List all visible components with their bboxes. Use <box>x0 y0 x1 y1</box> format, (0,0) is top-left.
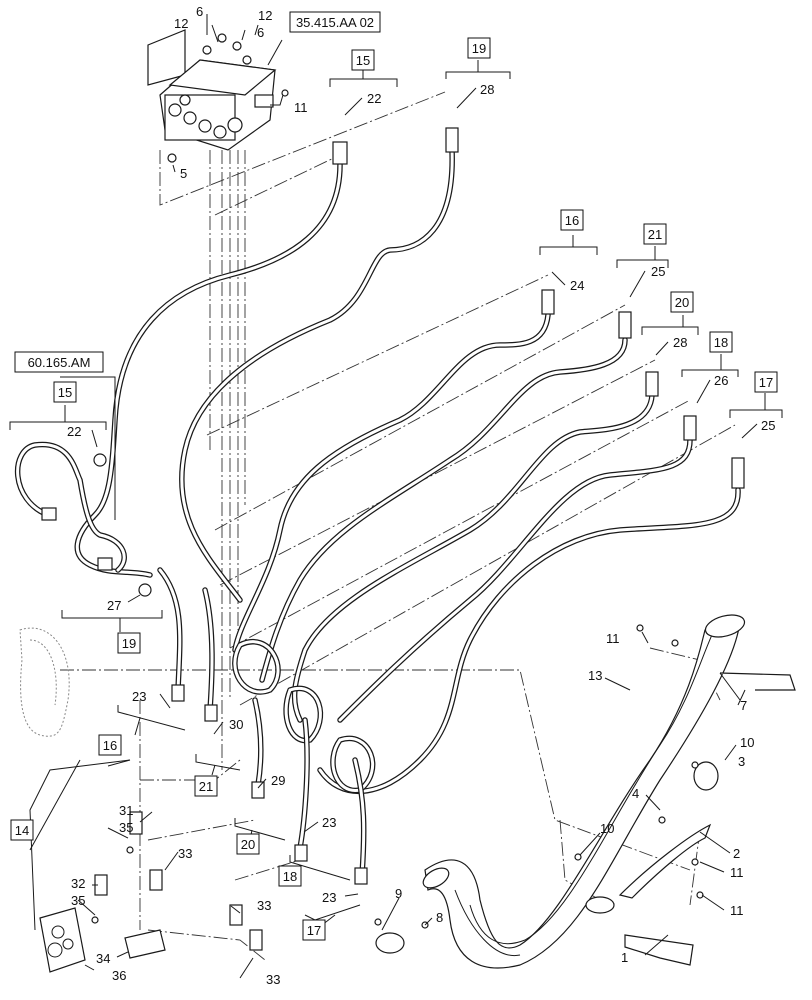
callout-10b: 10 <box>600 821 614 836</box>
callout-4: 4 <box>632 786 639 801</box>
box-14-label: 14 <box>15 823 29 838</box>
box-18-right <box>709 331 733 353</box>
box-18-right-label: 18 <box>714 335 728 350</box>
callout-5: 5 <box>180 166 187 181</box>
box-14 <box>10 819 34 841</box>
callout-12b: 12 <box>258 8 272 23</box>
callout-35b: 35 <box>71 893 85 908</box>
callout-leaders <box>60 14 758 979</box>
ref-label-60165: 60.165.AM <box>28 355 91 370</box>
box-17-lower <box>302 919 326 941</box>
box-21-right <box>643 223 667 245</box>
box-15-left <box>53 381 77 403</box>
box-16-right-label: 16 <box>565 213 579 228</box>
flex-hose-13 <box>422 614 746 969</box>
hose-fittings <box>41 127 745 959</box>
callout-28b: 28 <box>673 335 687 350</box>
box-17-right-label: 17 <box>759 375 773 390</box>
box-16-lower <box>98 734 122 756</box>
callout-31: 31 <box>119 803 133 818</box>
callout-29: 29 <box>271 773 285 788</box>
callout-22b: 22 <box>67 424 81 439</box>
box-19-top <box>467 37 491 59</box>
callout-8: 8 <box>436 910 443 925</box>
callout-11d: 11 <box>730 903 744 918</box>
callout-35a: 35 <box>119 820 133 835</box>
o-ring-kit <box>39 907 86 973</box>
callout-11a: 11 <box>294 100 308 115</box>
callout-36: 36 <box>112 968 126 983</box>
box-20-right <box>670 291 694 313</box>
callout-7: 7 <box>740 698 747 713</box>
box-18-lower-label: 18 <box>283 869 297 884</box>
box-19-top-label: 19 <box>472 41 486 56</box>
valve-block <box>147 29 289 163</box>
box-15-left-label: 15 <box>58 385 72 400</box>
callout-23a: 23 <box>132 689 146 704</box>
box-19-left-label: 19 <box>122 636 136 651</box>
callout-28a: 28 <box>480 82 494 97</box>
box-15-top <box>351 49 375 71</box>
box-16-lower-label: 16 <box>103 738 117 753</box>
callout-22a: 22 <box>367 91 381 106</box>
boxed-labels: 35.415.AA 02 60.165.AM 15 19 16 21 20 18… <box>10 11 778 941</box>
box-17-lower-label: 17 <box>307 923 321 938</box>
callout-23b: 23 <box>322 815 336 830</box>
clamps-and-brackets <box>374 624 796 966</box>
box-15-top-label: 15 <box>356 53 370 68</box>
ref-label-35415: 35.415.AA 02 <box>296 15 374 30</box>
callout-13: 13 <box>588 668 602 683</box>
callout-11c: 11 <box>730 865 744 880</box>
callout-25a: 25 <box>651 264 665 279</box>
box-16-right <box>560 209 584 231</box>
box-21-lower-label: 21 <box>199 779 213 794</box>
callout-11b: 11 <box>606 631 620 646</box>
callout-26: 26 <box>714 373 728 388</box>
box-20-right-label: 20 <box>675 295 689 310</box>
callout-27: 27 <box>107 598 121 613</box>
ref-box-60165 <box>14 351 104 373</box>
callout-23c: 23 <box>322 890 336 905</box>
box-19-left <box>117 632 141 654</box>
callout-numbers: 6 12 12 6 5 11 22 28 24 25 28 26 25 22 2… <box>67 4 775 987</box>
callout-25b: 25 <box>761 418 775 433</box>
ref-box-35415 <box>289 11 381 33</box>
callout-33b: 33 <box>257 898 271 913</box>
callout-6a: 6 <box>196 4 203 19</box>
callout-9: 9 <box>395 886 402 901</box>
kit-bracket-lines <box>29 759 131 931</box>
callout-3: 3 <box>738 754 745 769</box>
box-20-lower <box>236 833 260 855</box>
hose-assemblies <box>14 147 741 878</box>
callout-6b: 6 <box>257 25 264 40</box>
callout-2: 2 <box>733 846 740 861</box>
callout-33c: 33 <box>266 972 280 987</box>
box-17-right <box>754 371 778 393</box>
callout-10a: 10 <box>740 735 754 750</box>
callout-33a: 33 <box>178 846 192 861</box>
callout-1: 1 <box>621 950 628 965</box>
box-18-lower <box>278 865 302 887</box>
ghost-hose <box>19 627 70 737</box>
box-21-lower <box>194 775 218 797</box>
box-21-right-label: 21 <box>648 227 662 242</box>
callout-32: 32 <box>71 876 85 891</box>
alignment-lines <box>60 91 736 961</box>
box-20-lower-label: 20 <box>241 837 255 852</box>
callout-30: 30 <box>229 717 243 732</box>
callout-34: 34 <box>96 951 110 966</box>
callout-24: 24 <box>570 278 584 293</box>
callout-12a: 12 <box>174 16 188 31</box>
